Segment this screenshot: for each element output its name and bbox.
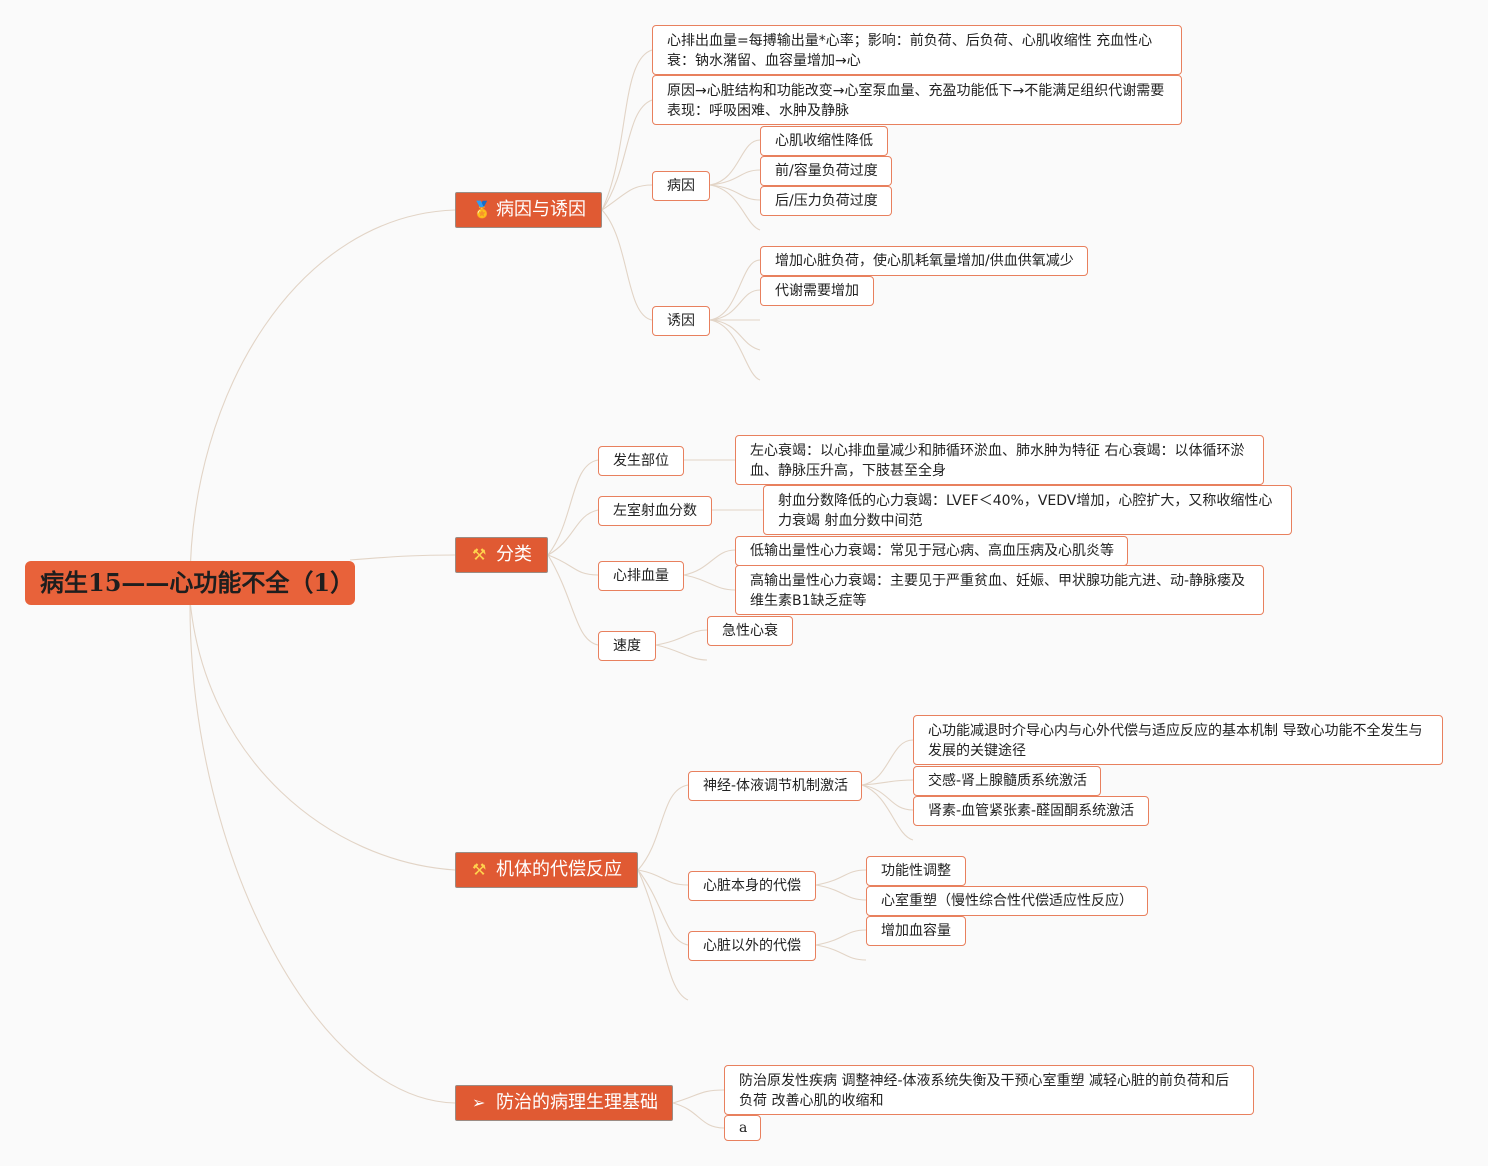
connector: [815, 944, 867, 961]
connector: [601, 184, 653, 211]
leaf-cause-3[interactable]: 后/压力负荷过度: [760, 186, 892, 216]
branch-label: 防治的病理生理基础: [496, 1092, 658, 1113]
branch-label: 分类: [496, 544, 532, 565]
connector: [601, 209, 653, 321]
connector: [861, 779, 914, 786]
leaf-co-1[interactable]: 低输出量性心力衰竭：常见于冠心病、高血压病及心肌炎等: [735, 536, 1128, 566]
leaf-cause-2[interactable]: 前/容量负荷过度: [760, 156, 892, 186]
leaf-treatment-1[interactable]: 防治原发性疾病 调整神经-体液系统失衡及干预心室重塑 减轻心脏的前负荷和后负荷 …: [724, 1065, 1254, 1115]
branch-treatment[interactable]: ➢ 防治的病理生理基础: [455, 1085, 673, 1121]
connector: [189, 599, 456, 871]
connector: [189, 209, 456, 586]
leaf-co-2[interactable]: 高输出量性心力衰竭：主要见于严重贫血、妊娠、甲状腺功能亢进、动-静脉瘘及维生素B…: [735, 565, 1264, 615]
connector: [655, 629, 708, 646]
branch-label: 病因与诱因: [496, 199, 586, 220]
leaf-neuro-1[interactable]: 心功能减退时介导心内与心外代偿与适应反应的基本机制 导致心功能不全发生与发展的关…: [913, 715, 1443, 765]
connector: [655, 644, 708, 661]
node-trigger[interactable]: 诱因: [652, 306, 710, 336]
connector: [601, 49, 653, 211]
leaf-location-1[interactable]: 左心衰竭：以心排血量减少和肺循环淤血、肺水肿为特征 右心衰竭：以体循环淤血、静脉…: [735, 435, 1264, 485]
connector: [709, 139, 761, 186]
node-cardiac-output[interactable]: 心排血量: [598, 561, 684, 591]
branch-classification[interactable]: ⚒ 分类: [455, 537, 548, 573]
tools-icon: ⚒: [472, 545, 487, 564]
connector: [547, 554, 599, 646]
leaf-extracardiac-1[interactable]: 增加血容量: [866, 916, 966, 946]
node-extracardiac[interactable]: 心脏以外的代偿: [688, 931, 816, 961]
tools-icon: ⚒: [472, 860, 487, 879]
node-ejection-fraction[interactable]: 左室射血分数: [598, 496, 712, 526]
connector: [547, 554, 599, 576]
connector: [815, 929, 867, 946]
leaf-neuro-2[interactable]: 交感-肾上腺髓质系统激活: [913, 766, 1101, 796]
connector: [709, 259, 761, 321]
connector: [672, 1089, 725, 1104]
connector: [709, 289, 761, 321]
branch-etiology[interactable]: 🏅病因与诱因: [455, 192, 602, 228]
connector: [683, 574, 736, 591]
leaf-definition[interactable]: 原因→心脏结构和功能改变→心室泵血量、充盈功能低下→不能满足组织代谢需要 表现：…: [652, 75, 1182, 125]
leaf-trigger-2[interactable]: 代谢需要增加: [760, 276, 874, 306]
leaf-cause-1[interactable]: 心肌收缩性降低: [760, 126, 888, 156]
connector: [709, 319, 761, 381]
branch-compensation[interactable]: ⚒ 机体的代偿反应: [455, 852, 638, 888]
branch-label: 机体的代偿反应: [496, 859, 622, 880]
connector: [815, 884, 867, 901]
leaf-cardiac-comp-2[interactable]: 心室重塑（慢性综合性代偿适应性反应）: [866, 886, 1148, 916]
leaf-speed-1[interactable]: 急性心衰: [707, 616, 793, 646]
leaf-ef-1[interactable]: 射血分数降低的心力衰竭：LVEF＜40%，VEDV增加，心腔扩大，又称收缩性心力…: [763, 485, 1292, 535]
connector: [637, 869, 689, 886]
connector: [709, 319, 761, 351]
connector: [861, 739, 914, 786]
node-location[interactable]: 发生部位: [598, 446, 684, 476]
connector: [601, 99, 653, 211]
leaf-treatment-2[interactable]: a: [724, 1115, 761, 1141]
connector: [547, 509, 599, 556]
connector: [709, 169, 761, 186]
connector: [637, 784, 689, 871]
connector: [189, 604, 456, 1104]
root-topic[interactable]: 病生15——心功能不全（1）: [25, 561, 355, 605]
connector: [861, 784, 914, 841]
node-cardiac-comp[interactable]: 心脏本身的代偿: [688, 871, 816, 901]
connector: [637, 869, 689, 1001]
connector: [683, 549, 736, 576]
connector: [547, 459, 599, 556]
connector: [861, 784, 914, 811]
connector: [637, 869, 689, 946]
connector: [709, 184, 761, 231]
node-neurohumoral[interactable]: 神经-体液调节机制激活: [688, 771, 862, 801]
connector: [709, 184, 761, 201]
node-speed[interactable]: 速度: [598, 631, 656, 661]
leaf-cardiac-output[interactable]: 心排出血量=每搏输出量*心率；影响：前负荷、后负荷、心肌收缩性 充血性心衰：钠水…: [652, 25, 1182, 75]
leaf-neuro-3[interactable]: 肾素-血管紧张素-醛固酮系统激活: [913, 796, 1149, 826]
connector: [815, 869, 867, 886]
leaf-cardiac-comp-1[interactable]: 功能性调整: [866, 856, 966, 886]
node-cause[interactable]: 病因: [652, 171, 710, 201]
send-icon: ➢: [472, 1093, 486, 1112]
connector: [672, 1102, 725, 1129]
connector: [349, 554, 456, 561]
leaf-trigger-1[interactable]: 增加心脏负荷，使心肌耗氧量增加/供血供氧减少: [760, 246, 1088, 276]
award-icon: 🏅: [472, 200, 492, 219]
